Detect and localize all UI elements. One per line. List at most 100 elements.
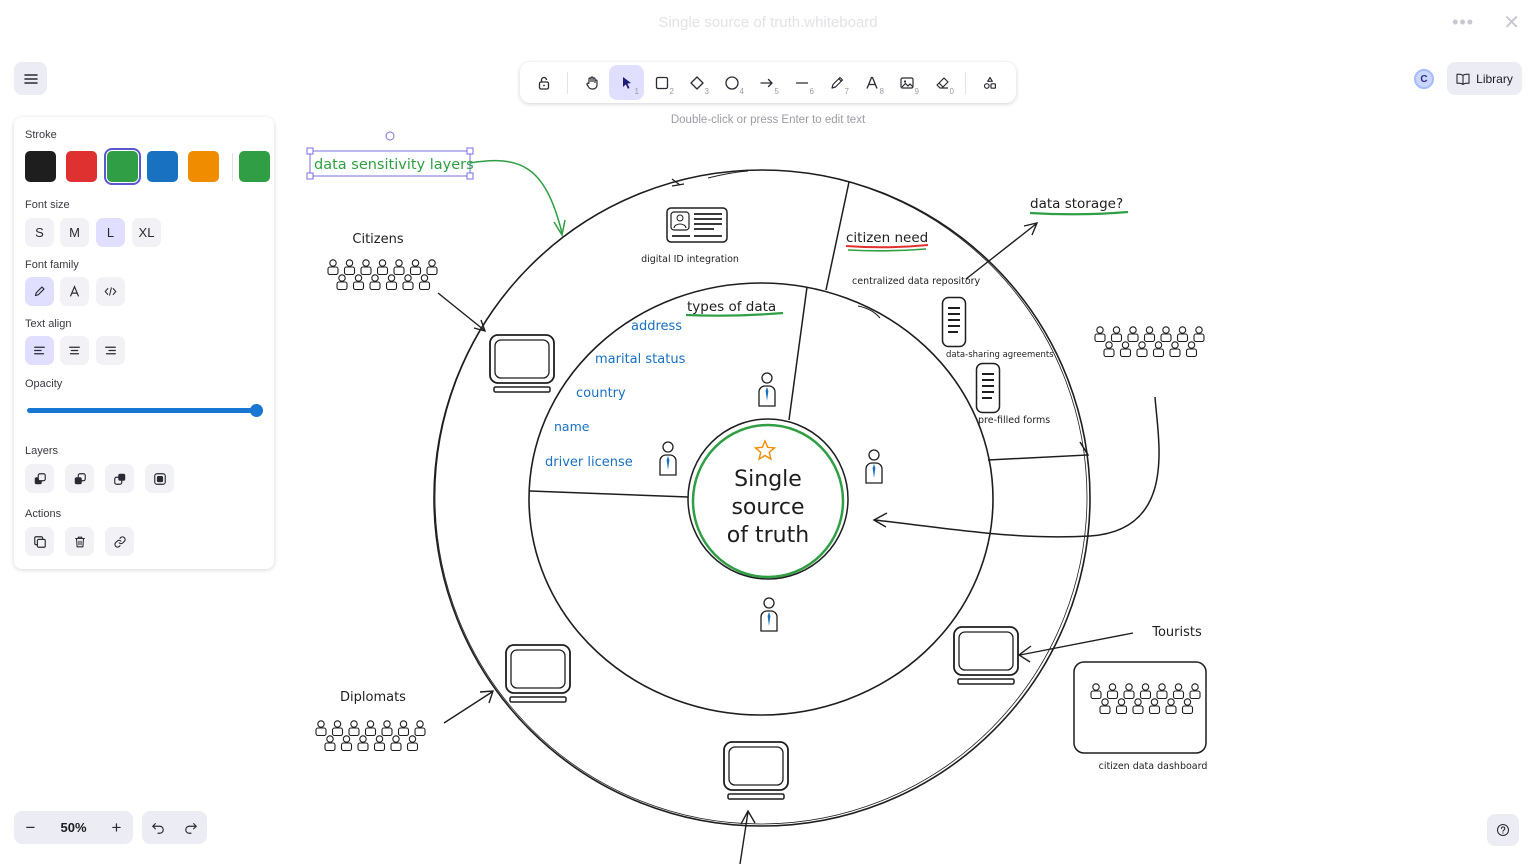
arrow-citizens[interactable]	[437, 292, 487, 333]
data-type-marital-status[interactable]: marital status	[595, 352, 686, 367]
send-backward-button[interactable]	[65, 464, 94, 493]
inner-ring[interactable]	[528, 282, 994, 716]
draw-tool[interactable]: 7	[819, 65, 854, 100]
image-tool[interactable]: 9	[889, 65, 924, 100]
selection-handle[interactable]	[466, 172, 474, 180]
data-type-driver-license[interactable]: driver license	[545, 455, 633, 470]
diplomats-label[interactable]: Diplomats	[340, 690, 406, 705]
font-family-code[interactable]	[96, 277, 125, 306]
font-size-m[interactable]: M	[60, 218, 89, 247]
line-tool[interactable]: 6	[784, 65, 819, 100]
zoom-out-button[interactable]: −	[25, 817, 36, 837]
stroke-swatch-red[interactable]	[66, 151, 97, 182]
digital-id-label[interactable]: digital ID integration	[641, 254, 739, 265]
rectangle-tool[interactable]: 2	[644, 65, 679, 100]
center-label-line-3[interactable]: of truth	[727, 523, 809, 548]
font-family-normal[interactable]	[60, 277, 89, 306]
center-label-line-2[interactable]: source	[731, 495, 804, 520]
official-icon[interactable]	[758, 372, 776, 407]
lock-tool[interactable]	[526, 65, 561, 100]
hand-tool[interactable]	[574, 65, 609, 100]
star-icon[interactable]	[753, 439, 777, 461]
computer-monitor[interactable]	[505, 644, 571, 703]
zoom-in-button[interactable]: +	[111, 817, 122, 837]
text-tool[interactable]: 8	[854, 65, 889, 100]
opacity-slider-track[interactable]	[27, 408, 257, 413]
text-align-right[interactable]	[96, 336, 125, 365]
center-circle[interactable]	[691, 423, 845, 579]
connector-arrow[interactable]	[469, 159, 563, 234]
library-button[interactable]: Library	[1447, 62, 1522, 95]
selection-handle[interactable]	[306, 172, 314, 180]
close-window-icon[interactable]: ✕	[1503, 12, 1520, 34]
more-options-icon[interactable]: •••	[1452, 12, 1474, 32]
arrow-to-center[interactable]	[872, 396, 1160, 538]
extra-tools-button[interactable]	[972, 65, 1007, 100]
arrow-data-storage[interactable]	[965, 222, 1039, 280]
data-type-country[interactable]: country	[576, 386, 626, 401]
diamond-tool[interactable]: 3	[679, 65, 714, 100]
bring-to-front-button[interactable]	[145, 464, 174, 493]
selection-handle[interactable]	[306, 147, 314, 155]
citizens-label[interactable]: Citizens	[352, 232, 403, 247]
duplicate-button[interactable]	[25, 527, 54, 556]
data-type-address[interactable]: address	[631, 319, 682, 334]
text-align-left[interactable]	[25, 336, 54, 365]
people-crowd[interactable]	[1094, 326, 1205, 357]
selected-text-element[interactable]: data sensitivity layers	[314, 157, 474, 173]
centralized-repository-label[interactable]: centralized data repository	[852, 276, 981, 287]
data-storage-label[interactable]: data storage?	[1030, 196, 1123, 212]
stroke-swatch-green[interactable]	[104, 148, 141, 185]
official-icon[interactable]	[659, 441, 677, 476]
stroke-swatch-black[interactable]	[25, 151, 56, 182]
font-size-s[interactable]: S	[25, 218, 54, 247]
tourists-label[interactable]: Tourists	[1151, 625, 1202, 640]
delete-button[interactable]	[65, 527, 94, 556]
help-button[interactable]	[1487, 814, 1519, 846]
font-size-xl[interactable]: XL	[132, 218, 161, 247]
arrow-tourists[interactable]	[1017, 632, 1134, 663]
send-to-back-button[interactable]	[25, 464, 54, 493]
arrow-bottom[interactable]	[739, 809, 756, 864]
prefilled-forms-label[interactable]: pre-filled forms	[978, 415, 1050, 426]
font-family-hand-drawn[interactable]	[25, 277, 54, 306]
rotation-handle[interactable]	[385, 131, 395, 141]
mobile-device-icon[interactable]	[975, 362, 1001, 414]
stroke-swatch-orange[interactable]	[188, 151, 219, 182]
computer-monitor[interactable]	[723, 741, 789, 800]
zoom-level[interactable]: 50%	[60, 820, 87, 835]
citizen-need-label[interactable]: citizen need	[846, 230, 928, 246]
selection-tool[interactable]: 1	[609, 65, 644, 100]
official-icon[interactable]	[865, 449, 883, 484]
citizens-crowd[interactable]	[327, 259, 438, 290]
ellipse-tool[interactable]: 4	[714, 65, 749, 100]
eraser-tool[interactable]: 0	[924, 65, 959, 100]
current-stroke-color[interactable]	[239, 151, 270, 182]
outer-ring[interactable]	[433, 169, 1091, 827]
arrow-diplomats[interactable]	[443, 690, 494, 724]
main-menu-button[interactable]	[14, 62, 47, 95]
diplomats-crowd[interactable]	[315, 720, 426, 751]
selection-handle[interactable]	[466, 147, 474, 155]
data-type-name[interactable]: name	[554, 419, 590, 434]
stroke-swatch-blue[interactable]	[147, 151, 178, 182]
types-of-data-label[interactable]: types of data	[687, 299, 776, 315]
citizen-dashboard-box[interactable]	[1073, 661, 1207, 754]
computer-monitor[interactable]	[489, 334, 555, 393]
official-icon[interactable]	[760, 597, 778, 632]
id-card-icon[interactable]	[666, 207, 728, 243]
redo-button[interactable]	[175, 811, 207, 844]
undo-button[interactable]	[142, 811, 174, 844]
text-align-center[interactable]	[60, 336, 89, 365]
dashboard-label[interactable]: citizen data dashboard	[1099, 761, 1208, 772]
data-sharing-label[interactable]: data-sharing agreements	[946, 350, 1054, 360]
mobile-device-icon[interactable]	[941, 296, 967, 348]
bring-forward-button[interactable]	[105, 464, 134, 493]
opacity-slider-thumb[interactable]	[250, 404, 263, 417]
center-label-line-1[interactable]: Single	[734, 467, 802, 492]
link-button[interactable]	[105, 527, 134, 556]
tourists-crowd[interactable]	[1090, 683, 1201, 714]
arrow-tool[interactable]: 5	[749, 65, 784, 100]
computer-monitor[interactable]	[953, 626, 1019, 685]
collaborator-avatar[interactable]: C	[1414, 69, 1434, 89]
